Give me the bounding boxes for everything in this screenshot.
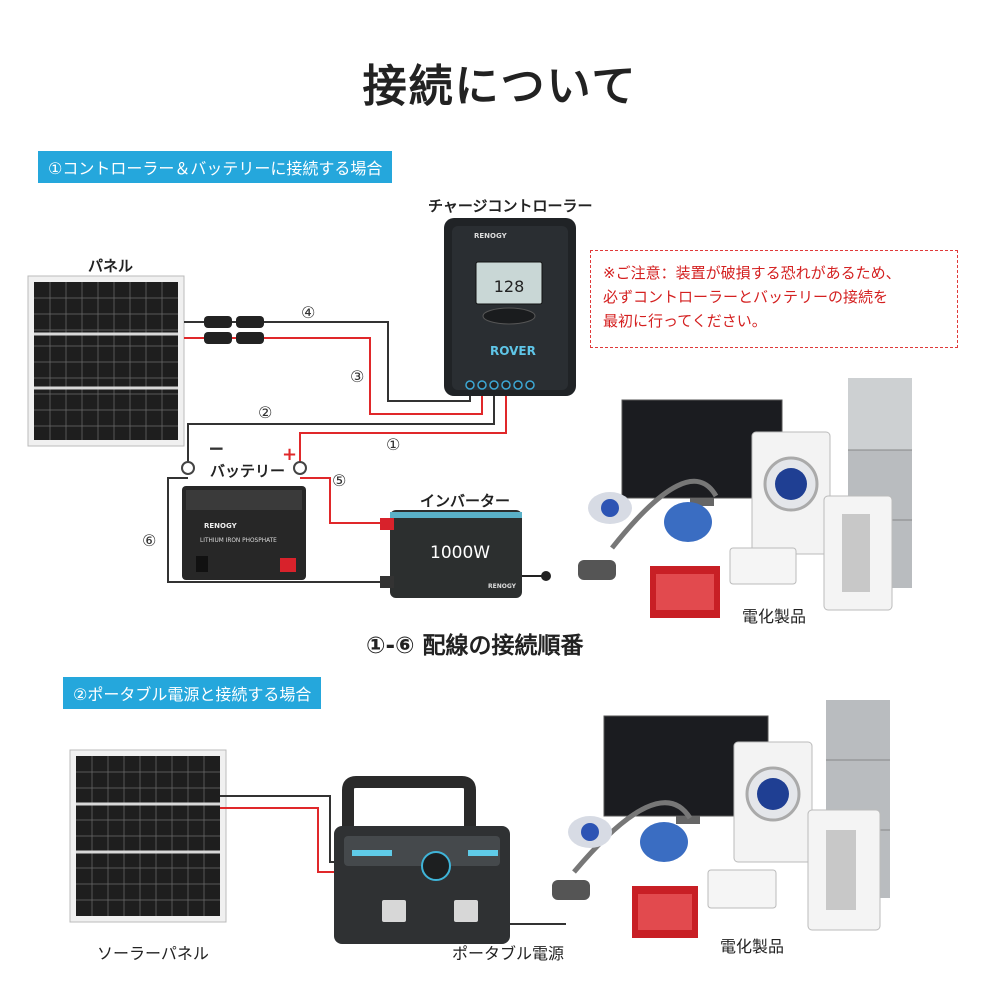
wiring-order-caption: ①-⑥ 配線の接続順番 xyxy=(366,633,584,659)
solar-panel-2-image xyxy=(69,749,227,923)
portable-station-label: ポータブル電源 xyxy=(452,944,565,963)
inverter-image: 1000W RENOGY xyxy=(380,510,551,598)
section2-label: ②ポータブル電源と接続する場合 xyxy=(63,677,322,709)
controller-display: 128 xyxy=(494,277,525,296)
note-line-1: ※ご注意：装置が破損する恐れがあるため、 xyxy=(603,264,901,282)
panel-label: パネル xyxy=(88,257,134,275)
solar-panel-image xyxy=(27,275,185,447)
wire-5 xyxy=(300,477,392,524)
controller-brand: RENOGY xyxy=(474,232,508,240)
inverter-power: 1000W xyxy=(430,543,490,563)
note-line-2: 必ずコントローラーとバッテリーの接続を xyxy=(603,288,889,306)
minus-sign: − xyxy=(208,436,225,460)
battery-brand: RENOGY xyxy=(204,522,238,530)
wire-6 xyxy=(167,477,392,583)
wire-label-3: ③ xyxy=(350,367,364,386)
inverter-brand: RENOGY xyxy=(488,583,517,590)
appliances-image xyxy=(578,378,912,618)
appliances-label-2: 電化製品 xyxy=(720,937,785,956)
section1-label: ①コントローラー＆バッテリーに接続する場合 xyxy=(38,151,393,183)
charge-controller-image: 128 RENOGY ROVER xyxy=(444,218,576,396)
wire-label-5: ⑤ xyxy=(332,471,346,490)
wire-label-2: ② xyxy=(258,403,272,422)
appliances-label-1: 電化製品 xyxy=(742,607,807,626)
page-title: 接続について xyxy=(362,61,638,112)
section2-diagram xyxy=(69,700,890,944)
wire-label-1: ① xyxy=(386,435,400,454)
wire-2 xyxy=(187,385,495,462)
battery-label: バッテリー xyxy=(210,462,286,480)
wire-1 xyxy=(299,385,507,462)
wire-label-4: ④ xyxy=(301,303,315,322)
battery-image: RENOGY LITHIUM IRON PHOSPHATE xyxy=(182,486,306,580)
solar-panel-label: ソーラーパネル xyxy=(97,944,209,963)
battery-type: LITHIUM IRON PHOSPHATE xyxy=(200,538,277,544)
wire-label-6: ⑥ xyxy=(142,531,156,550)
plus-sign: + xyxy=(282,444,297,465)
mc4-connectors-icon xyxy=(204,316,264,344)
wire-3 xyxy=(184,337,483,415)
section1-diagram: 128 RENOGY ROVER RENOGY LITHIUM IRON PHO… xyxy=(27,218,912,618)
portable-power-station-image xyxy=(334,776,510,944)
appliances-2-image xyxy=(552,700,890,938)
inverter-label: インバーター xyxy=(420,492,511,510)
caution-note: ※ご注意：装置が破損する恐れがあるため、 必ずコントローラーとバッテリーの接続を… xyxy=(590,250,958,348)
note-line-3: 最初に行ってください。 xyxy=(603,312,767,330)
controller-model: ROVER xyxy=(490,344,536,358)
controller-label: チャージコントローラー xyxy=(428,197,593,215)
